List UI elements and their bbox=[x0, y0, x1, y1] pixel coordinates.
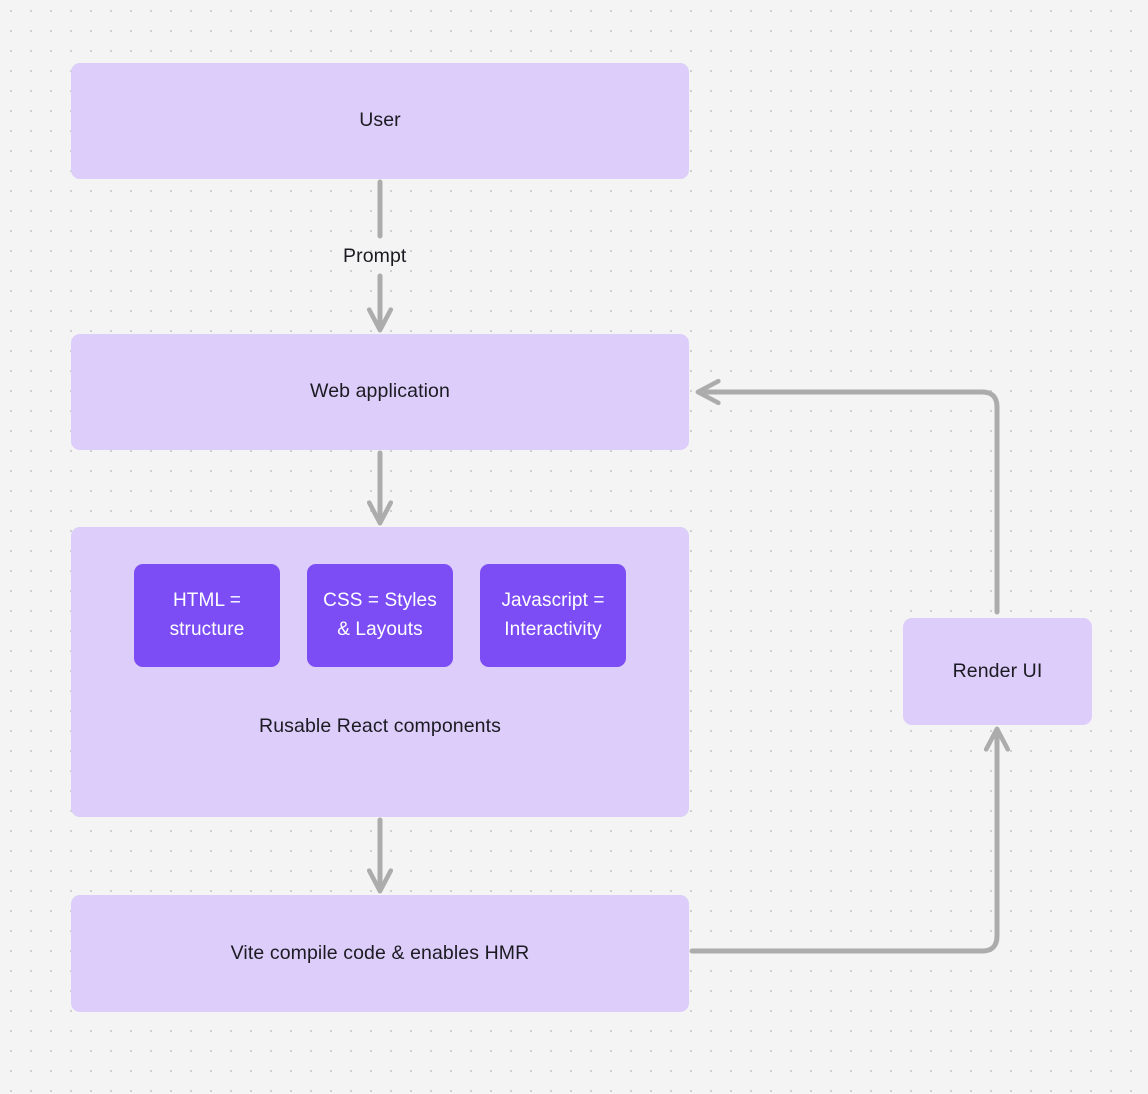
edge-render-to-webapp bbox=[700, 392, 1000, 615]
node-web-application[interactable]: Web application bbox=[71, 334, 689, 450]
edge-vite-to-render bbox=[689, 731, 997, 954]
node-vite-label: Vite compile code & enables HMR bbox=[230, 941, 530, 964]
node-user[interactable]: User bbox=[71, 63, 689, 179]
edge-label-prompt: Prompt bbox=[343, 245, 407, 267]
chip-html-line2: structure bbox=[169, 618, 245, 640]
chip-html[interactable]: HTML = structure bbox=[134, 564, 280, 667]
node-react-components[interactable]: HTML = structure CSS = Styles & Layouts … bbox=[71, 527, 689, 817]
node-vite[interactable]: Vite compile code & enables HMR bbox=[71, 895, 689, 1012]
chip-css[interactable]: CSS = Styles & Layouts bbox=[307, 564, 453, 667]
chips-row: HTML = structure CSS = Styles & Layouts … bbox=[71, 564, 689, 667]
chip-css-line2: & Layouts bbox=[337, 618, 423, 640]
chip-html-label: HTML = structure bbox=[170, 587, 245, 644]
chip-css-label: CSS = Styles & Layouts bbox=[323, 587, 437, 644]
node-render-ui[interactable]: Render UI bbox=[903, 618, 1092, 725]
node-react-components-caption: Rusable React components bbox=[259, 715, 501, 737]
chip-javascript[interactable]: Javascript = Interactivity bbox=[480, 564, 626, 667]
chip-javascript-line2: Interactivity bbox=[504, 618, 602, 640]
chip-javascript-line1: Javascript = bbox=[501, 590, 605, 611]
chip-javascript-label: Javascript = Interactivity bbox=[501, 587, 604, 644]
node-render-ui-label: Render UI bbox=[952, 659, 1043, 682]
chip-html-line1: HTML = bbox=[172, 590, 241, 611]
node-web-application-label: Web application bbox=[310, 380, 450, 403]
chip-css-line1: CSS = Styles bbox=[323, 590, 437, 611]
node-user-label: User bbox=[359, 109, 401, 132]
